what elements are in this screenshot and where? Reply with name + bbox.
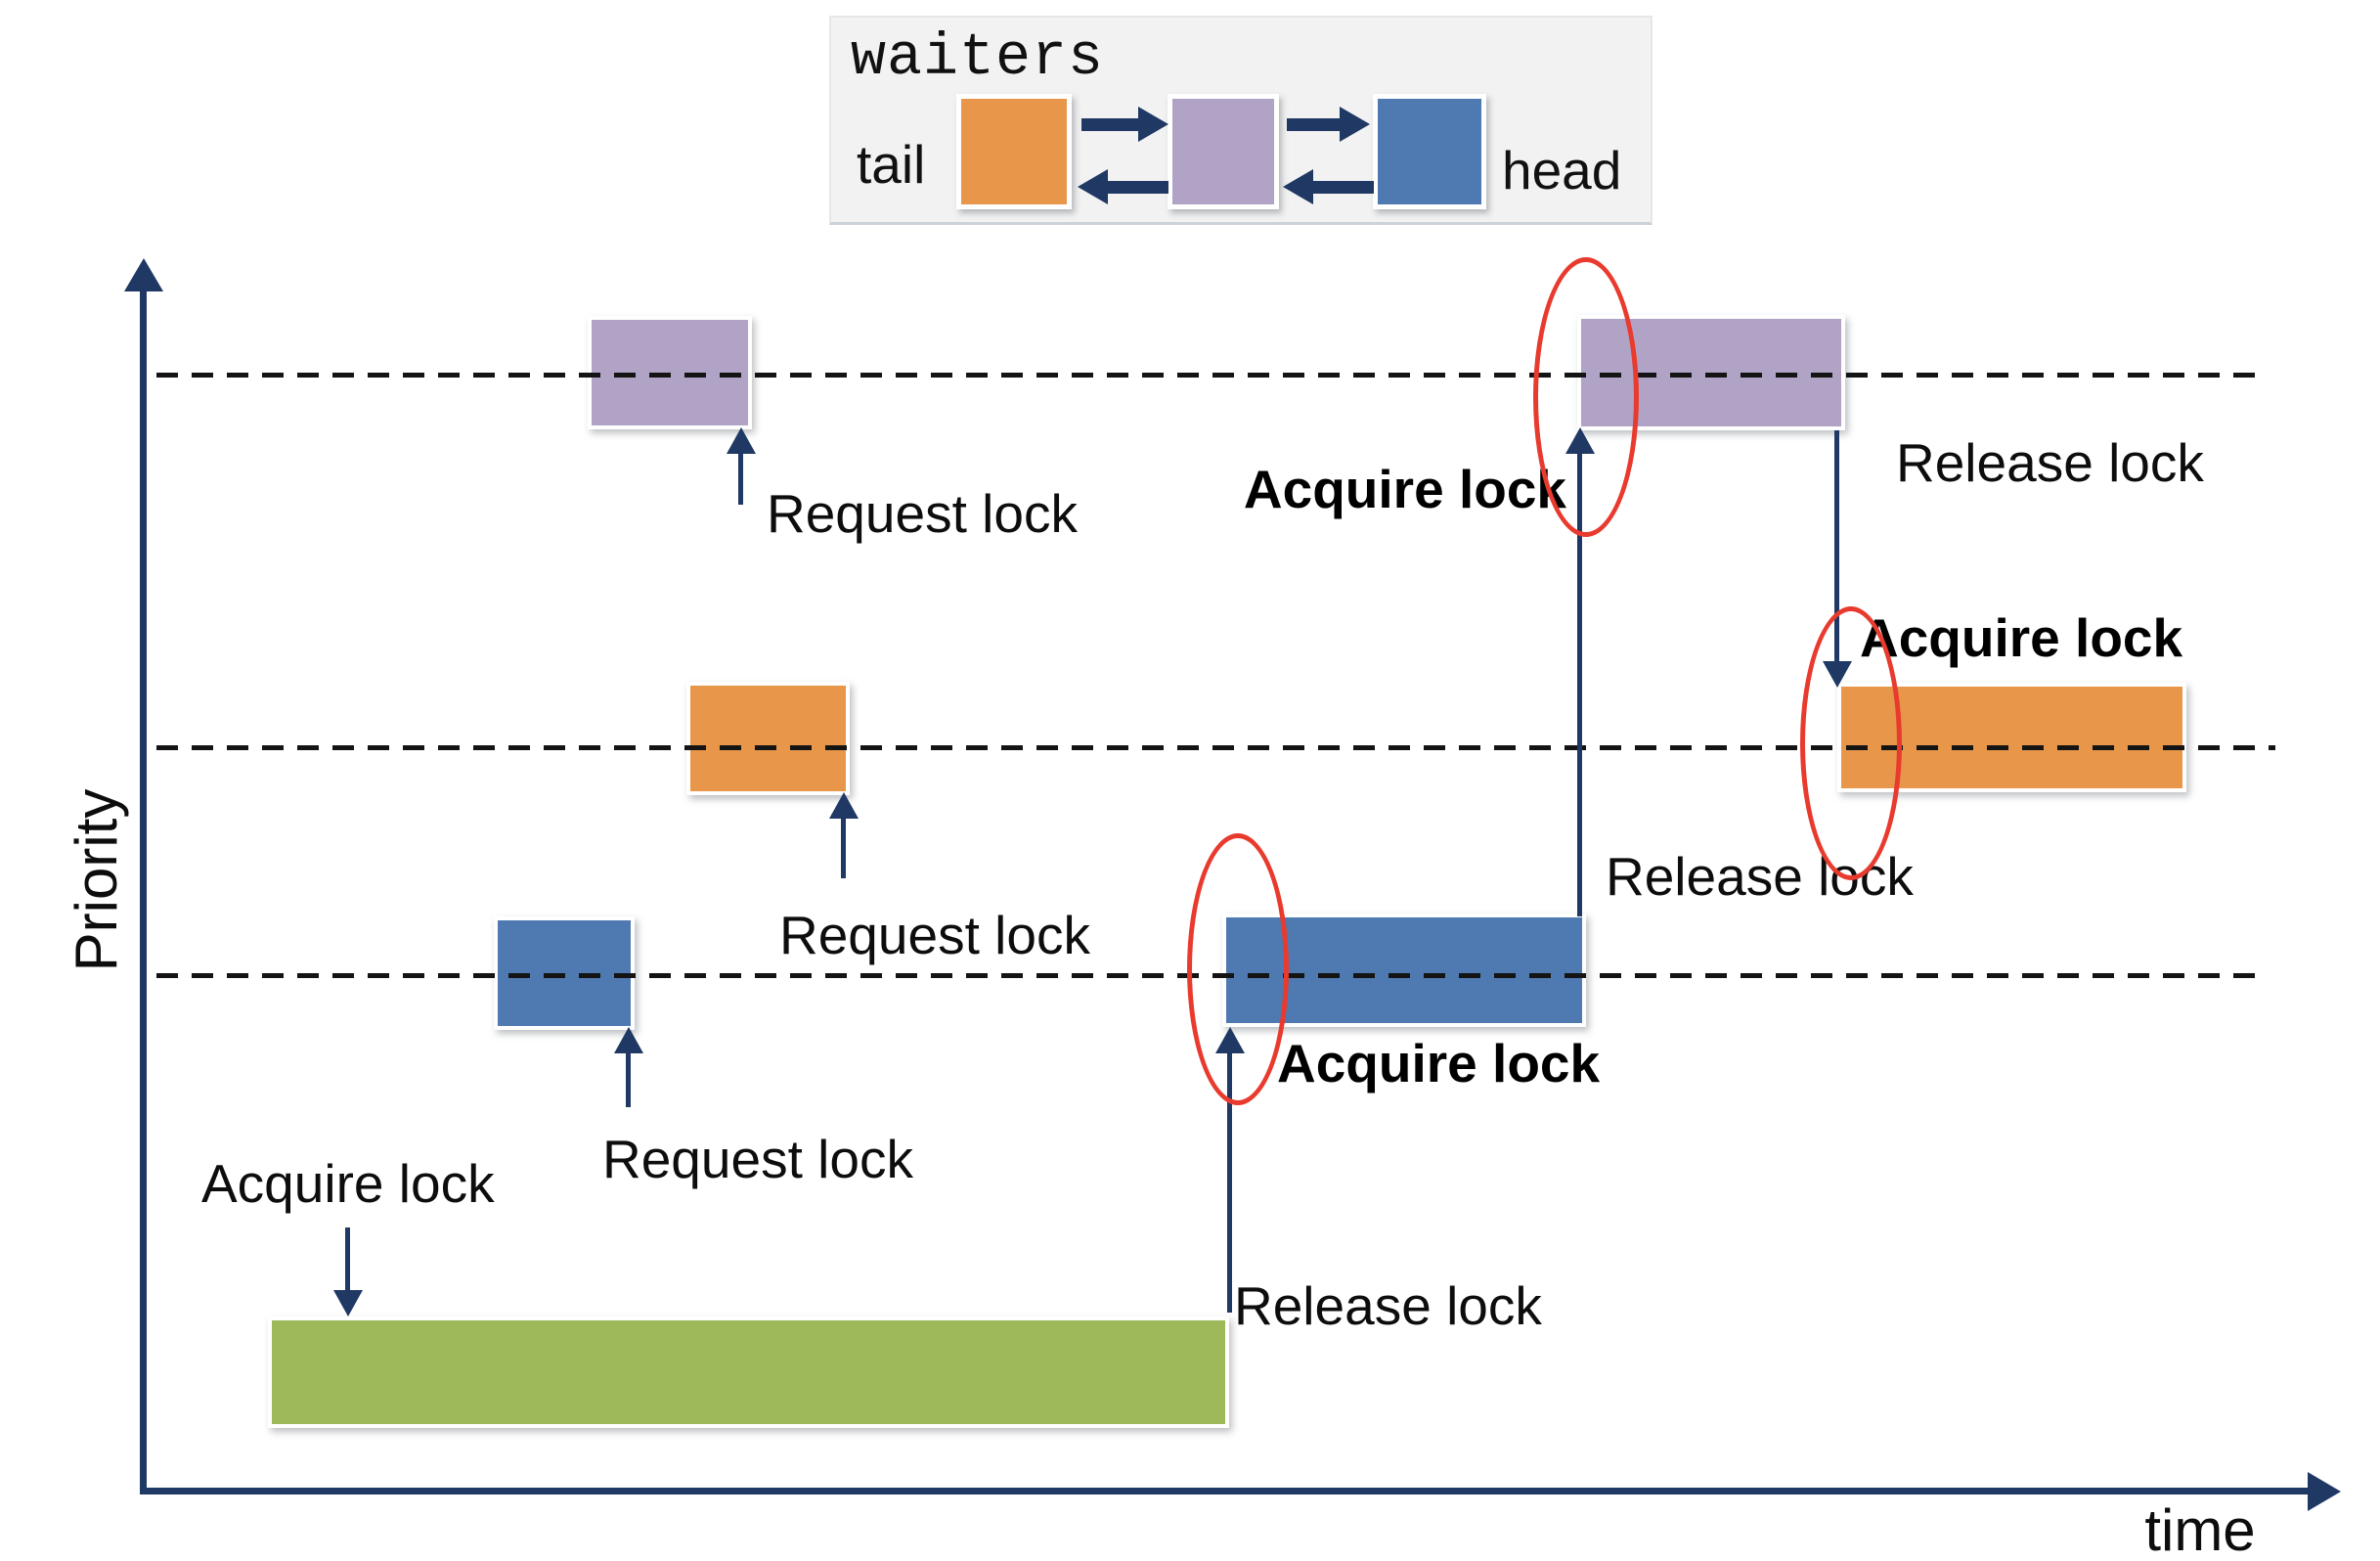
task-green-running: [268, 1316, 1229, 1428]
arrowhead-up-icon: [614, 1027, 643, 1053]
priority-line-medium: [156, 745, 2275, 750]
arrowhead-up-icon: [829, 792, 859, 819]
arrow-line: [1577, 452, 1582, 916]
y-axis: [140, 289, 147, 1494]
task-orange-waiting: [686, 682, 850, 795]
acquire-lock-label-blue: Acquire lock: [1277, 1033, 1601, 1093]
acquire-lock-label-green: Acquire lock: [201, 1153, 495, 1214]
request-lock-label-blue: Request lock: [602, 1129, 913, 1189]
arrowhead-right-icon: [1138, 107, 1168, 142]
acquire-lock-label-purple: Acquire lock: [1243, 459, 1566, 519]
waiters-panel: waiters tail head: [829, 16, 1653, 225]
arrow-line: [738, 452, 743, 505]
arrow-line: [1227, 1051, 1232, 1313]
highlight-ellipse-purple: [1533, 257, 1639, 537]
waiter-node-orange: [956, 94, 1072, 209]
arrowhead-up-icon: [727, 427, 756, 454]
waiter-node-blue: [1373, 94, 1486, 209]
waiters-title: waiters: [851, 25, 1105, 92]
tail-label: tail: [857, 134, 926, 195]
waiter-node-purple: [1168, 94, 1279, 209]
arrowhead-left-icon: [1283, 169, 1313, 204]
arrow-line: [1313, 181, 1374, 194]
arrowhead-left-icon: [1078, 169, 1108, 204]
arrow-line: [1081, 118, 1138, 131]
head-label: head: [1502, 140, 1622, 201]
y-axis-label: Priority: [63, 788, 129, 972]
x-axis-label: time: [2144, 1497, 2256, 1561]
acquire-lock-label-orange: Acquire lock: [1860, 607, 2183, 668]
highlight-ellipse-orange: [1800, 606, 1902, 880]
arrowhead-down-icon: [333, 1290, 363, 1316]
x-axis-arrowhead-icon: [2308, 1472, 2341, 1511]
release-lock-label-green: Release lock: [1234, 1275, 1542, 1336]
release-lock-label-purple-to-orange: Release lock: [1896, 432, 2204, 493]
priority-line-high: [156, 373, 2259, 378]
arrow-line: [1834, 430, 1839, 661]
arrow-line: [1108, 181, 1168, 194]
arrow-line: [626, 1051, 631, 1107]
request-lock-label-orange: Request lock: [779, 905, 1090, 965]
arrowhead-right-icon: [1340, 107, 1370, 142]
x-axis: [140, 1488, 2313, 1494]
arrow-line: [345, 1227, 350, 1290]
y-axis-arrowhead-icon: [124, 258, 163, 291]
arrow-line: [841, 817, 846, 878]
arrow-line: [1287, 118, 1340, 131]
request-lock-label-purple: Request lock: [767, 483, 1078, 544]
highlight-ellipse-blue: [1187, 833, 1289, 1105]
